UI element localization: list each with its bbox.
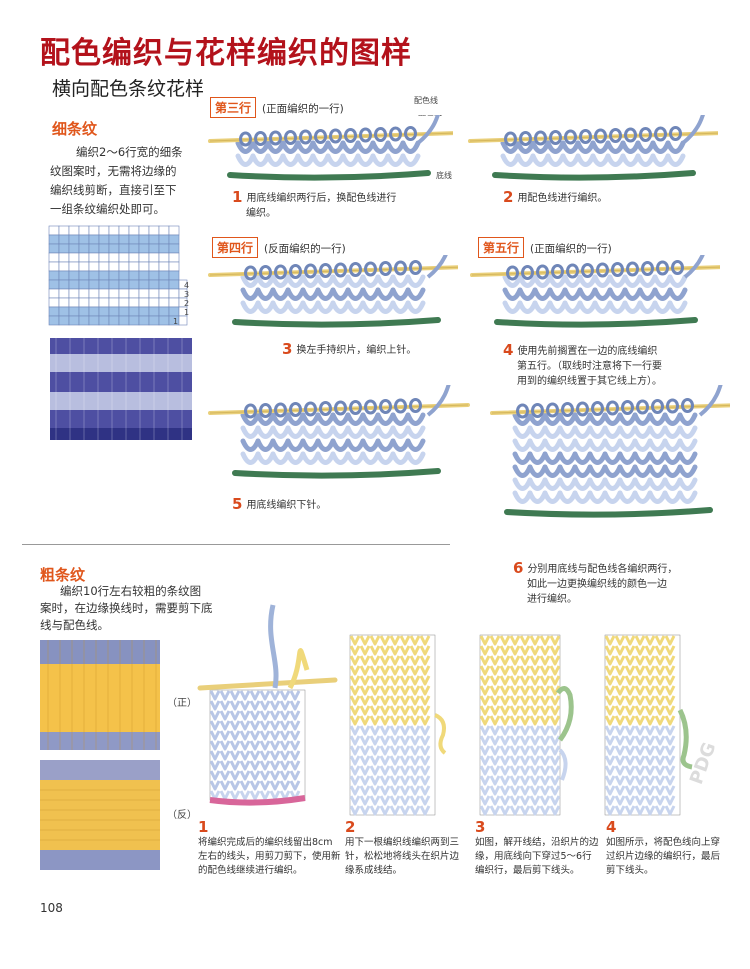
page-title: 配色编织与花样编织的图样 [40, 36, 412, 71]
row5-tag: 第五行 [478, 237, 525, 258]
knit-illustration-2 [468, 115, 718, 195]
knit-illustration-4 [470, 255, 720, 350]
thick-illustration-3 [475, 630, 595, 820]
front-label: （正） [167, 698, 197, 709]
stripe-chart: 4 3 2 1 1 [47, 224, 195, 326]
back-label: （反） [167, 810, 197, 821]
section-subtitle: 横向配色条纹花样 [52, 78, 205, 100]
section-divider [22, 544, 450, 545]
thick-step-4-caption: 4 如图所示，将配色线向上穿过织片边缘的编织行，最后剪下线头。 [606, 818, 721, 877]
thick-step-3-caption: 3 如图，解开线结，沿织片的边缘，用底线向下穿过5～6行编织行，最后剪下线头。 [475, 818, 599, 877]
thick-stripe-front-photo [40, 640, 160, 750]
chart-row-number: 1 [184, 308, 189, 317]
thick-illustration-1 [195, 600, 340, 820]
thick-desc-line: 案时，在边缘换线时，需要剪下底 [40, 601, 213, 615]
thin-stripe-description: 编织2～6行宽的细条 纹图案时，无需将边缘的 编织线剪断，直接引至下 一组条纹编… [50, 143, 210, 219]
row3-note: (正面编织的一行) [262, 103, 344, 115]
page-number: 108 [40, 901, 63, 915]
thick-step-2-caption: 2 用下一根编织线编织两到三针，松松地将线头在织片边缘系成线结。 [345, 818, 460, 877]
row4-note: (反面编织的一行) [264, 243, 346, 255]
svg-text:配色线: 配色线 [418, 115, 442, 117]
chart-row-number: 4 [184, 281, 189, 290]
row4-tag-group: 第四行 (反面编织的一行) [212, 237, 346, 258]
thick-desc-line: 编织10行左右较粗的条纹图 [60, 584, 202, 598]
thick-illustration-2 [345, 630, 460, 820]
base-yarn-label: 底线 [436, 171, 452, 180]
thin-stripe-heading: 细条纹 [52, 120, 98, 138]
thin-desc-line: 编织2～6行宽的细条 [76, 145, 183, 159]
contrast-yarn-label: 配色线 [414, 96, 438, 105]
chart-row-number: 3 [184, 290, 189, 299]
row3-tag: 第三行 [210, 97, 257, 118]
knit-illustration-3 [208, 255, 458, 350]
row5-note: (正面编织的一行) [530, 243, 612, 255]
thick-stripe-description: 编织10行左右较粗的条纹图 案时，在边缘换线时，需要剪下底 线与配色线。 [40, 583, 215, 634]
chart-row-number: 1 [173, 317, 178, 326]
thin-desc-line: 编织线剪断，直接引至下 [50, 183, 177, 197]
row3-tag-group: 第三行 (正面编织的一行) [210, 97, 344, 118]
thick-illustration-4 [600, 630, 710, 820]
chart-row-number: 2 [184, 299, 189, 308]
thin-stripe-photo [50, 338, 192, 440]
knit-illustration-6 [490, 385, 730, 560]
thin-desc-line: 一组条纹编织处即可。 [50, 202, 165, 216]
knit-illustration-1: 配色线 [208, 115, 453, 195]
thick-desc-line: 线与配色线。 [40, 618, 109, 632]
row4-tag: 第四行 [212, 237, 259, 258]
thick-stripe-heading: 粗条纹 [40, 566, 86, 584]
row5-tag-group: 第五行 (正面编织的一行) [478, 237, 612, 258]
thin-desc-line: 纹图案时，无需将边缘的 [50, 164, 177, 178]
thick-stripe-back-photo [40, 760, 160, 870]
knit-illustration-5 [208, 385, 473, 495]
